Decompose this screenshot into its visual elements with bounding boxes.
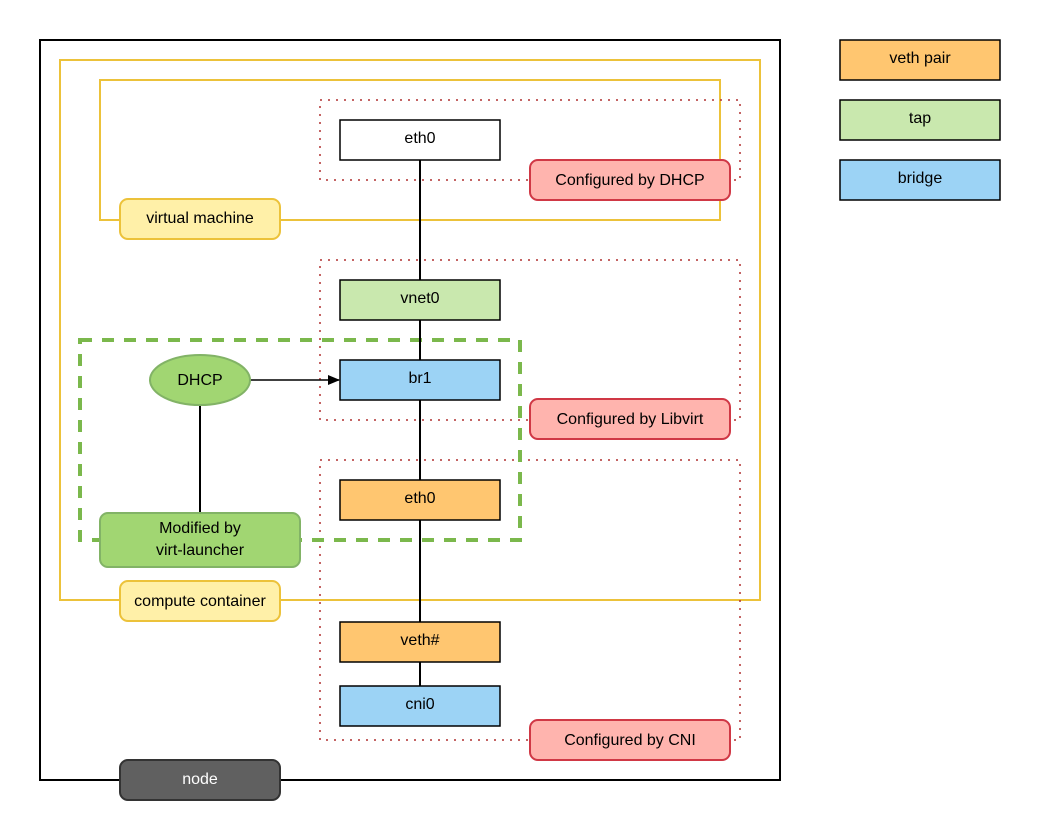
configured-dhcp-badge: Configured by DHCP xyxy=(529,159,731,201)
cni-zone xyxy=(319,459,741,741)
virt-launcher-badge: Modified by virt-launcher xyxy=(99,512,301,568)
br1-box: br1 xyxy=(339,359,501,401)
vnet0-box: vnet0 xyxy=(339,279,501,321)
legend-veth-pair: veth pair xyxy=(839,39,1001,81)
compute-container-badge: compute container xyxy=(119,580,281,622)
configured-dhcp-label: Configured by DHCP xyxy=(555,172,704,189)
legend-tap-label: tap xyxy=(909,110,931,127)
cni0-label: cni0 xyxy=(405,696,434,713)
modified-by-line2: virt-launcher xyxy=(156,542,245,559)
configured-cni-label: Configured by CNI xyxy=(564,732,696,749)
libvirt-zone xyxy=(319,259,741,421)
node-badge: node xyxy=(119,759,281,801)
container-eth0-box: eth0 xyxy=(339,479,501,521)
legend-tap: tap xyxy=(839,99,1001,141)
cni0-box: cni0 xyxy=(339,685,501,727)
legend: veth pair tap bridge xyxy=(839,39,1001,201)
modified-by-line1: Modified by xyxy=(159,520,241,537)
compute-container-label: compute container xyxy=(134,593,266,610)
legend-veth-pair-label: veth pair xyxy=(889,50,951,67)
node-boundary xyxy=(39,39,781,781)
br1-label: br1 xyxy=(408,370,431,387)
compute-container-boundary xyxy=(59,59,761,601)
node-label: node xyxy=(182,771,218,788)
veth-label: veth# xyxy=(400,632,439,649)
dhcp-zone xyxy=(319,99,741,181)
virtual-machine-badge: virtual machine xyxy=(119,198,281,240)
vm-eth0-label: eth0 xyxy=(404,130,435,147)
configured-cni-badge: Configured by CNI xyxy=(529,719,731,761)
dhcp-node: DHCP xyxy=(149,354,251,406)
configured-libvirt-label: Configured by Libvirt xyxy=(557,411,704,428)
virtual-machine-boundary xyxy=(99,79,721,221)
vm-eth0-box: eth0 xyxy=(339,119,501,161)
legend-bridge-label: bridge xyxy=(898,170,943,187)
virtual-machine-label: virtual machine xyxy=(146,210,254,227)
veth-box: veth# xyxy=(339,621,501,663)
container-eth0-label: eth0 xyxy=(404,490,435,507)
legend-bridge: bridge xyxy=(839,159,1001,201)
configured-libvirt-badge: Configured by Libvirt xyxy=(529,398,731,440)
dhcp-label: DHCP xyxy=(177,372,222,389)
vnet0-label: vnet0 xyxy=(400,290,439,307)
